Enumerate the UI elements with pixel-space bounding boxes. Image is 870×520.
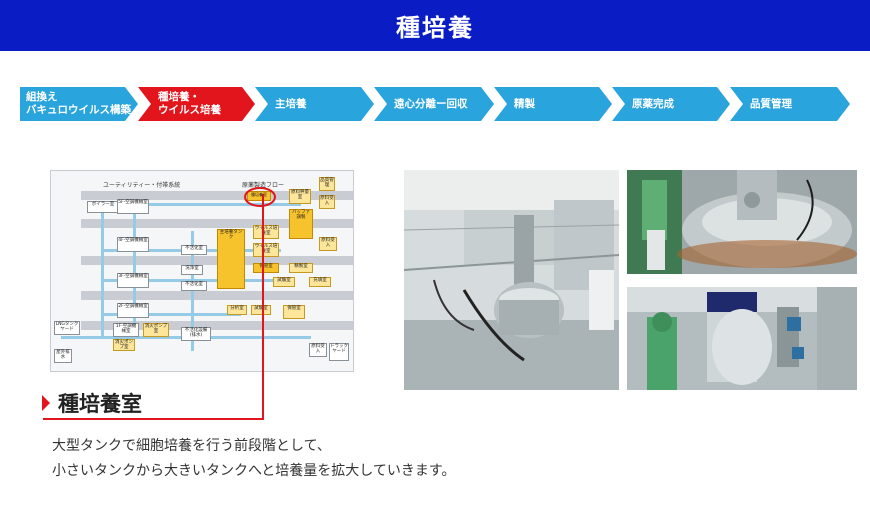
description-line: 大型タンクで細胞培養を行う前段階として、 [52,438,331,454]
step-main-culture[interactable]: 主培養 [255,87,374,121]
pipe-line [101,313,241,316]
diagram-box-test: 試験室 [273,277,295,287]
pipe-line [101,209,104,339]
diagram-box-virus2: ウイルス培養室 [253,243,279,257]
diagram-box-mech2: 2F-空調機械室 [117,303,149,318]
diagram-box-mech5: 5F-空調機械室 [117,199,149,214]
description-line: 小さいタンクから大きいタンクへと培養量を拡大していきます。 [52,463,456,479]
diagram-box-fire: 消火ポンプ室 [113,339,135,351]
floor-slab [81,191,353,200]
diagram-box-buffer: バッファ調製 [289,209,313,239]
step-purification[interactable]: 精製 [494,87,612,121]
diagram-box-fire2: 消火ポンプ室 [143,323,169,337]
step-drug-substance[interactable]: 原薬完成 [612,87,730,121]
diagram-box-fill: 充填室 [309,277,331,287]
photo-seed-culture-room [404,170,619,390]
floor-slab [81,291,353,300]
diagram-box-truck: トラックヤード [329,343,349,361]
page-title: 種培養 [396,14,474,42]
floor-slab [81,219,353,228]
callout-line-vertical [262,194,264,420]
facility-diagram: ユーティリティー・付帯系統 原薬製造フロー 5F 4F 3F 2F 1F ボイラ… [50,170,354,372]
diagram-box-store: 保管室 [253,263,279,273]
page-header: 種培養 [0,0,870,51]
step-centrifuge[interactable]: 遠心分離ー回収 [374,87,494,121]
step-label-line1: 原薬完成 [632,97,674,110]
diagram-box-store2: 保管室 [283,305,305,319]
diagram-box-test2: 試験室 [251,305,271,315]
step-label-line1: 主培養 [275,97,307,110]
floor-slab [81,321,353,330]
diagram-box-purify: 精製室 [289,263,313,273]
diagram-box-mech3: 3F-空調機械室 [117,273,149,288]
diagram-box-boiler: ボイラー室 [87,201,119,213]
diagram-box-virus: ウイルス培養室 [253,225,279,239]
step-quality-control[interactable]: 品質管理 [730,87,850,121]
diagram-box-receive: 原料受入 [319,195,335,209]
process-steps: 組換え バキュロウイルス構築 種培養・ ウイルス培養 主培養 遠心分離ー回収 精… [20,87,850,121]
step-label-line1: 遠心分離ー回収 [394,97,468,110]
callout-line-horizontal [43,418,264,420]
step-label-line2: バキュロウイルス構築 [26,104,131,116]
step-seed-culture[interactable]: 種培養・ ウイルス培養 [138,87,255,121]
section-heading: 種培養室 [42,388,142,418]
diagram-box-inert: 不活化室 [181,245,207,255]
pipe-line [101,203,301,206]
diagram-title-utility: ユーティリティー・付帯系統 [103,182,181,189]
diagram-box-receive3: 原料受入 [309,343,327,357]
step-label-line1: 品質管理 [750,97,792,110]
diagram-box-analysis: 分析室 [227,305,247,315]
diagram-box-inert2: 不活化室 [181,281,207,291]
seed-room-highlight [244,187,276,207]
diagram-box-pool: 屋外排水 [54,349,72,363]
step-label-line1: 種培養・ [158,91,200,103]
photo-tank-top [627,170,857,274]
section-title: 種培養室 [58,392,142,416]
step-label-line2: ウイルス培養 [158,104,221,116]
diagram-box-mech1: 1F-空調機械室 [113,323,139,337]
section-description: 大型タンクで細胞培養を行う前段階として、 小さいタンクから大きいタンクへと培養量… [52,434,455,484]
step-vector-construction[interactable]: 組換え バキュロウイルス構築 [20,87,138,121]
heading-marker-icon [42,395,50,411]
pipe-line [191,231,194,351]
diagram-box-main-tank: 主培養タンク [217,229,245,289]
diagram-box-receive2: 原料受入 [319,237,337,251]
diagram-box-material: 原料秤量室 [289,189,311,204]
diagram-box-lng: LNGタンクヤード [54,321,80,335]
diagram-box-mech4: 4F-空調機械室 [117,237,149,252]
pipe-line [101,279,281,282]
diagram-title-flow: 原薬製造フロー [242,182,285,189]
diagram-box-qa: 品質管理 [319,177,335,191]
diagram-box-water: 不活化設備(排水) [181,327,211,341]
step-label-line1: 組換え [26,91,58,103]
step-label-line1: 精製 [514,97,535,110]
photo-operator-tank [627,287,857,390]
diagram-box-wash: 洗浄室 [181,265,203,275]
